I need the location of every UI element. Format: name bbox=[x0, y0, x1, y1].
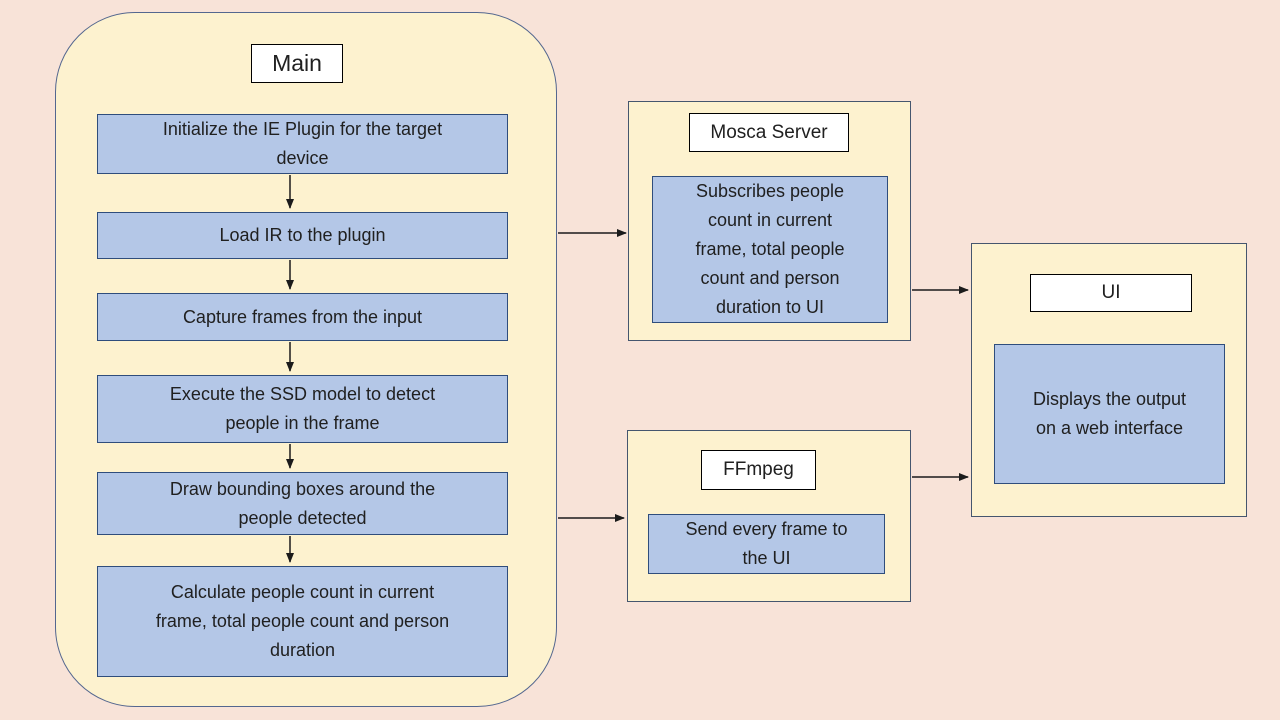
ffmpeg-group: FFmpeg Send every frame to the UI bbox=[627, 430, 911, 602]
main-group: Main Initialize the IE Plugin for the ta… bbox=[55, 12, 557, 707]
step-draw-bounding-boxes: Draw bounding boxes around the people de… bbox=[97, 472, 508, 535]
mosca-server-title: Mosca Server bbox=[689, 113, 849, 152]
ui-group: UI Displays the output on a web interfac… bbox=[971, 243, 1247, 517]
ui-node: Displays the output on a web interface bbox=[994, 344, 1225, 484]
ffmpeg-title: FFmpeg bbox=[701, 450, 816, 490]
ffmpeg-node: Send every frame to the UI bbox=[648, 514, 885, 574]
step-execute-ssd-model: Execute the SSD model to detect people i… bbox=[97, 375, 508, 443]
mosca-server-group: Mosca Server Subscribes people count in … bbox=[628, 101, 911, 341]
step-load-ir: Load IR to the plugin bbox=[97, 212, 508, 259]
ui-title: UI bbox=[1030, 274, 1192, 312]
mosca-server-node: Subscribes people count in current frame… bbox=[652, 176, 888, 323]
step-calculate-people-count: Calculate people count in current frame,… bbox=[97, 566, 508, 677]
step-initialize-plugin: Initialize the IE Plugin for the target … bbox=[97, 114, 508, 174]
main-group-title: Main bbox=[251, 44, 343, 83]
step-capture-frames: Capture frames from the input bbox=[97, 293, 508, 341]
